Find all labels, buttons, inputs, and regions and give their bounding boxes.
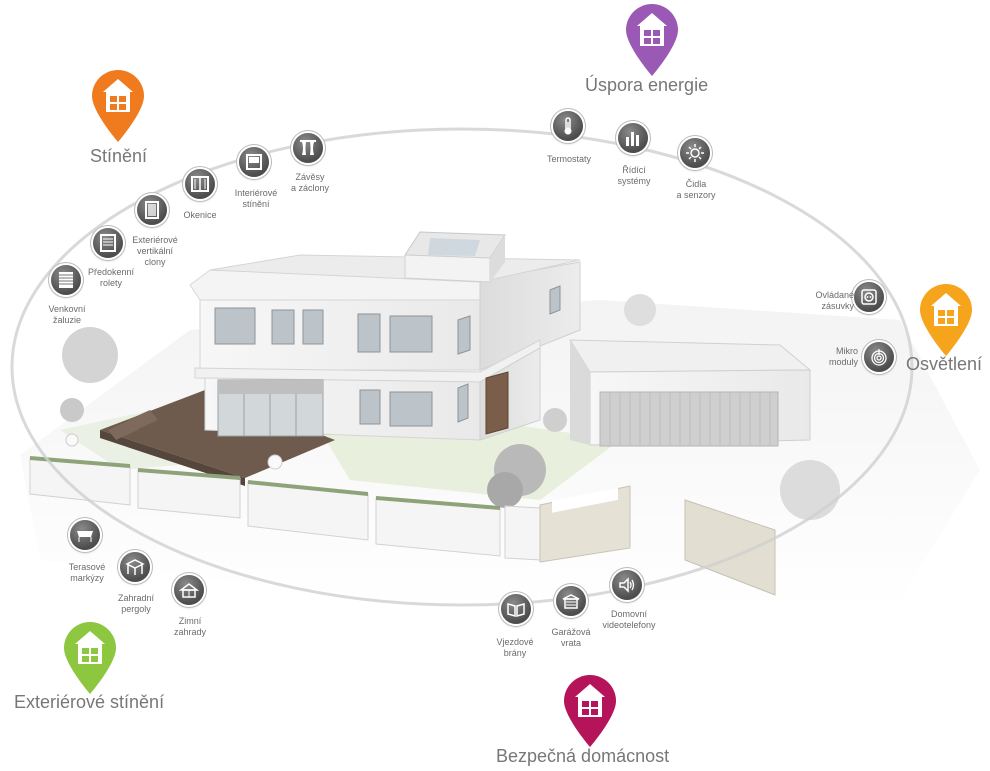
mikro-modul-icon[interactable] [864,342,894,372]
label-cidla-a-senzory[interactable]: Čidla a senzory [676,179,716,200]
senzor-icon[interactable] [680,138,710,168]
vjezdova-brana-icon[interactable] [501,594,531,624]
zahradni-pergola-icon[interactable] [120,552,150,582]
label-ovladane-zasuvky[interactable]: Ovládané zásuvky [815,290,854,311]
label-ridici-systemy[interactable]: Řídící systémy [617,165,651,186]
pin-bezpecna-domacnost[interactable] [562,673,618,749]
venkovni-zaluzie-icon[interactable] [51,265,81,295]
label-zavesy-a-zaclony[interactable]: Závěsy a záclony [290,172,330,193]
category-label-exterierove-stineni[interactable]: Exteriérové stínění [14,692,165,712]
pin-osvetleni[interactable] [918,282,974,358]
label-exterierove-vertikalni-clony[interactable]: Exteriérové vertikální clony [132,235,178,267]
zimni-zahrada-icon[interactable] [174,575,204,605]
category-label-uspora-energie[interactable]: Úspora energie [585,75,709,95]
category-label-bezpecna-domacnost[interactable]: Bezpečná domácnost [496,746,670,766]
label-venkovni-zaluzie[interactable]: Venkovní žaluzie [48,304,86,325]
label-okenice[interactable]: Okenice [183,210,217,220]
interierove-stineni-icon[interactable] [239,147,269,177]
terasova-markyza-icon[interactable] [70,520,100,550]
label-terasove-markyzy[interactable]: Terasové markýzy [68,562,106,583]
okenice-icon[interactable] [185,169,215,199]
label-interierove-stineni[interactable]: Interiérové stínění [234,188,278,209]
zavesy-a-zaclony-icon[interactable] [293,133,323,163]
pin-uspora-energie[interactable] [624,2,680,78]
label-mikro-moduly[interactable]: Mikro moduly [828,346,858,367]
label-garazova-vrata[interactable]: Garážová vrata [551,627,591,648]
zasuvka-icon[interactable] [854,282,884,312]
exterierove-vertikalni-clony-icon[interactable] [137,195,167,225]
termostat-icon[interactable] [553,111,583,141]
label-vjezdove-brany[interactable]: Vjezdové brány [496,637,534,658]
label-domovni-videotelefony[interactable]: Domovní videotelefony [602,609,656,630]
garazova-vrata-icon[interactable] [556,586,586,616]
label-zimni-zahrady[interactable]: Zimní zahrady [173,616,207,637]
category-label-stineni[interactable]: Stínění [90,146,148,166]
predokenni-rolety-icon[interactable] [93,228,123,258]
pin-exterierove-stineni[interactable] [62,620,118,696]
reproduktor-icon[interactable] [612,570,642,600]
ridici-systemy-icon[interactable] [618,123,648,153]
label-predokenni-rolety[interactable]: Předokenní rolety [87,267,135,288]
category-label-osvetleni[interactable]: Osvětlení [906,354,983,374]
pin-stineni[interactable] [90,68,146,144]
label-zahradni-pergoly[interactable]: Zahradní pergoly [117,593,155,614]
label-termostaty[interactable]: Termostaty [546,154,591,164]
